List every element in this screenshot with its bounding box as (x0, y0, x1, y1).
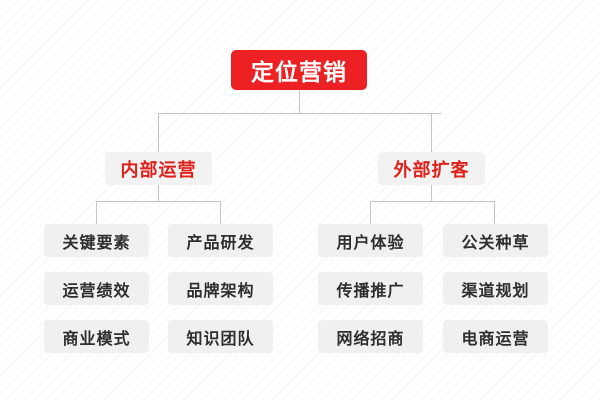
leaf-node[interactable]: 网络招商 (318, 320, 423, 353)
connector-root-stem (299, 90, 300, 113)
leaf-node[interactable]: 品牌架构 (168, 272, 273, 305)
leaf-node[interactable]: 运营绩效 (44, 272, 149, 305)
leaf-node[interactable]: 公关种草 (443, 224, 548, 257)
connector-left-drop-col1 (220, 201, 221, 224)
connector-left-branch-bar (96, 201, 221, 202)
connector-root-bar (158, 113, 441, 114)
leaf-node[interactable]: 商业模式 (44, 320, 149, 353)
connector-root-drop-left (158, 113, 159, 152)
leaf-node[interactable]: 关键要素 (44, 224, 149, 257)
connector-left-drop-col0 (96, 201, 97, 224)
leaf-node[interactable]: 渠道规划 (443, 272, 548, 305)
branch-node-external-acquisition[interactable]: 外部扩客 (378, 152, 485, 185)
branch-node-internal-operations[interactable]: 内部运营 (105, 152, 212, 185)
leaf-node[interactable]: 用户体验 (318, 224, 423, 257)
connector-right-branch-bar (370, 201, 495, 202)
leaf-node[interactable]: 产品研发 (168, 224, 273, 257)
connector-right-drop-col2 (370, 201, 371, 224)
connector-right-branch-stem (431, 185, 432, 201)
connector-left-branch-stem (158, 185, 159, 201)
leaf-node[interactable]: 电商运营 (443, 320, 548, 353)
leaf-node[interactable]: 知识团队 (168, 320, 273, 353)
connector-right-drop-col3 (494, 201, 495, 224)
connector-root-drop-right (431, 113, 432, 152)
root-node[interactable]: 定位营销 (231, 50, 367, 90)
leaf-node[interactable]: 传播推广 (318, 272, 423, 305)
